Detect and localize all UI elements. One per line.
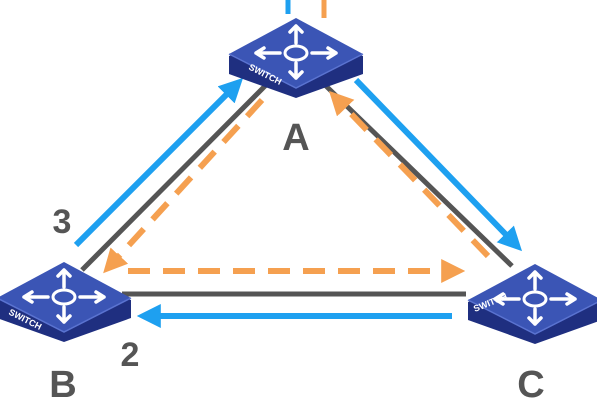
blue-arrows bbox=[73, 77, 523, 328]
orange-arrow-a-to-b bbox=[103, 97, 265, 274]
uplink-stubs bbox=[285, 0, 327, 18]
switch-b: SWITCH bbox=[0, 260, 133, 344]
port-label-2: 2 bbox=[121, 336, 140, 374]
link-b-a bbox=[80, 83, 268, 272]
orange-arrow-c-to-a bbox=[329, 90, 491, 259]
switch-c-label: C bbox=[517, 364, 544, 405]
switch-a-label: A bbox=[282, 117, 309, 159]
switch-a: SWITCH bbox=[227, 16, 365, 100]
switch-b-label: B bbox=[49, 364, 76, 405]
blue-arrow-b-to-a bbox=[73, 77, 244, 248]
port-label-3: 3 bbox=[53, 203, 72, 241]
orange-arrows bbox=[103, 90, 491, 283]
blue-arrow-a-to-c bbox=[353, 77, 523, 252]
switch-c: SWITCH bbox=[466, 262, 597, 346]
switch-a-icon bbox=[227, 16, 365, 100]
switch-b-icon bbox=[0, 260, 133, 344]
